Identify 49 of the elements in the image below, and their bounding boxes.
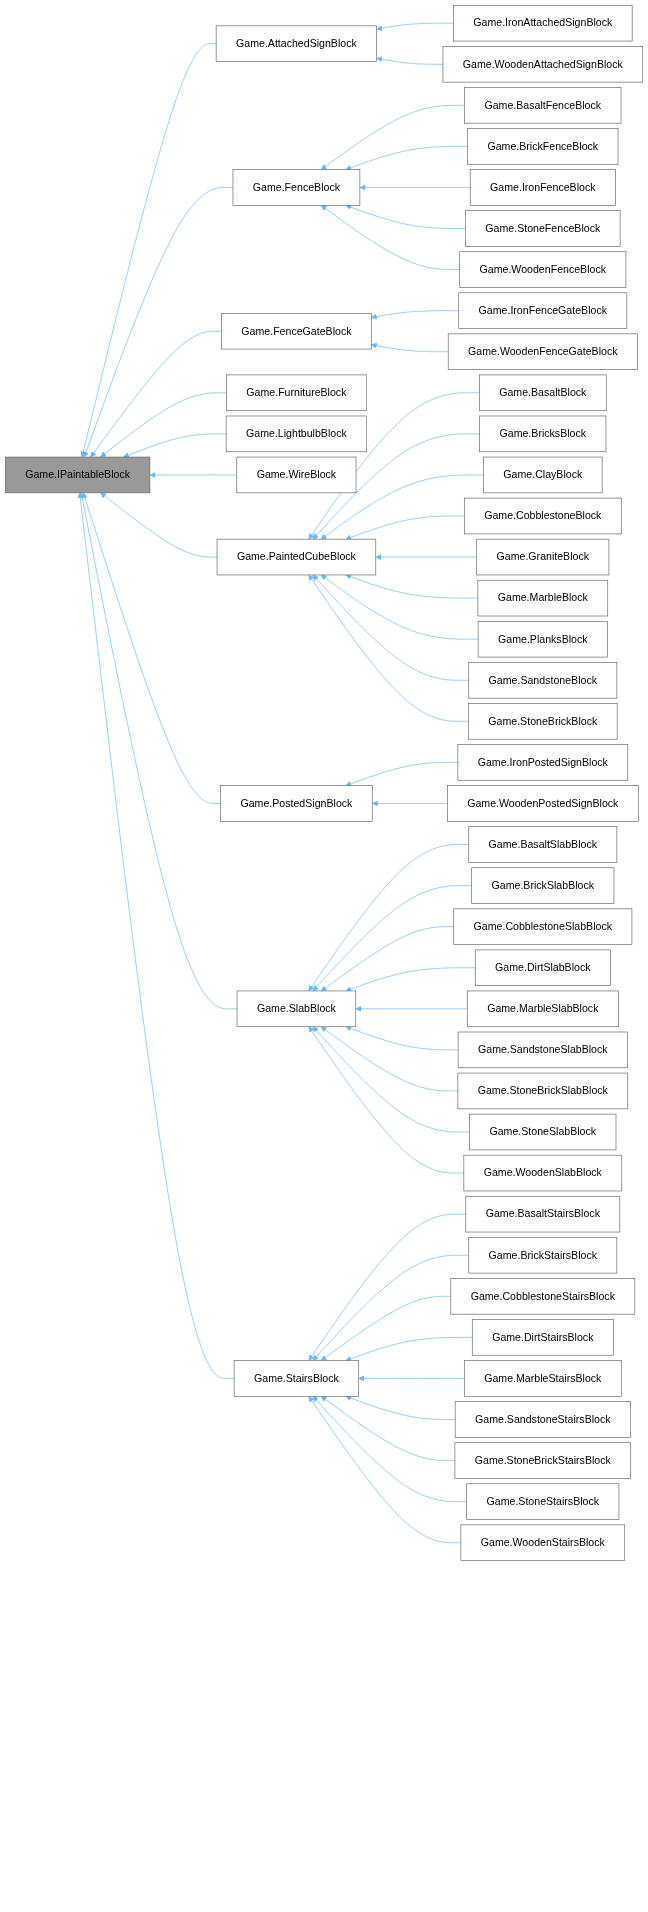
- node-box: Game.WoodenPostedSignBlock: [447, 785, 639, 822]
- node-box: Game.CobblestoneBlock: [464, 497, 622, 535]
- node-box: Game.WoodenStairsBlock: [460, 1524, 626, 1561]
- node-box: Game.BasaltStairsBlock: [465, 1195, 621, 1233]
- node-box: Game.WoodenAttachedSignBlock: [442, 46, 644, 83]
- node-box: Game.FenceBlock: [232, 169, 361, 206]
- node-box: Game.MarbleBlock: [477, 579, 609, 617]
- node-box: Game.ClayBlock: [483, 456, 603, 494]
- node-box: Game.MarbleSlabBlock: [466, 990, 619, 1028]
- node-box: Game.DirtSlabBlock: [474, 949, 611, 986]
- node-box: Game.StoneBrickBlock: [468, 703, 618, 740]
- node-box: Game.SandstoneBlock: [468, 662, 618, 699]
- node-box: Game.PlanksBlock: [477, 621, 608, 658]
- node-box: Game.CobblestoneSlabBlock: [453, 908, 633, 945]
- node-box: Game.WoodenFenceGateBlock: [447, 333, 638, 370]
- node-box: Game.IronAttachedSignBlock: [453, 4, 633, 42]
- node-box: Game.StoneStairsBlock: [466, 1483, 620, 1520]
- node-box: Game.FenceGateBlock: [221, 313, 372, 350]
- node-box: Game.StoneBrickStairsBlock: [454, 1442, 632, 1479]
- node-box: Game.StoneSlabBlock: [469, 1113, 617, 1151]
- node-box: Game.BricksBlock: [479, 415, 607, 453]
- node-box: Game.IPaintableBlock: [4, 456, 151, 494]
- node-box: Game.FurnitureBlock: [226, 374, 367, 411]
- node-box: Game.MarbleStairsBlock: [464, 1360, 622, 1397]
- node-box: Game.SandstoneStairsBlock: [454, 1401, 631, 1438]
- node-box: Game.PostedSignBlock: [220, 785, 373, 822]
- node-box: Game.StoneBrickSlabBlock: [457, 1072, 629, 1110]
- node-box: Game.CobblestoneStairsBlock: [450, 1278, 636, 1315]
- node-box: Game.PaintedCubeBlock: [216, 538, 377, 576]
- node-box: Game.AttachedSignBlock: [215, 25, 377, 62]
- node-box: Game.LightbulbBlock: [225, 415, 367, 453]
- node-box: Game.WireBlock: [236, 456, 357, 494]
- node-box: Game.IronFenceGateBlock: [458, 292, 628, 329]
- node-box: Game.SandstoneSlabBlock: [457, 1031, 628, 1069]
- node-box: Game.WoodenFenceBlock: [459, 251, 627, 288]
- node-box: Game.SlabBlock: [236, 990, 357, 1028]
- node-box: Game.BasaltBlock: [479, 374, 607, 411]
- node-box: Game.GraniteBlock: [476, 538, 610, 576]
- node-box: Game.IronFenceBlock: [469, 169, 616, 206]
- node-box: Game.BasaltSlabBlock: [468, 826, 618, 863]
- node-box: Game.BrickFenceBlock: [467, 128, 619, 165]
- node-box: Game.StoneFenceBlock: [465, 210, 621, 247]
- node-box: Game.StairsBlock: [233, 1360, 359, 1397]
- node-box: Game.BrickStairsBlock: [468, 1237, 618, 1274]
- node-box: Game.WoodenSlabBlock: [463, 1154, 623, 1192]
- node-box: Game.DirtStairsBlock: [471, 1319, 614, 1356]
- node-box: Game.BasaltFenceBlock: [464, 87, 622, 124]
- node-box: Game.BrickSlabBlock: [471, 867, 615, 904]
- node-box: Game.IronPostedSignBlock: [457, 744, 629, 781]
